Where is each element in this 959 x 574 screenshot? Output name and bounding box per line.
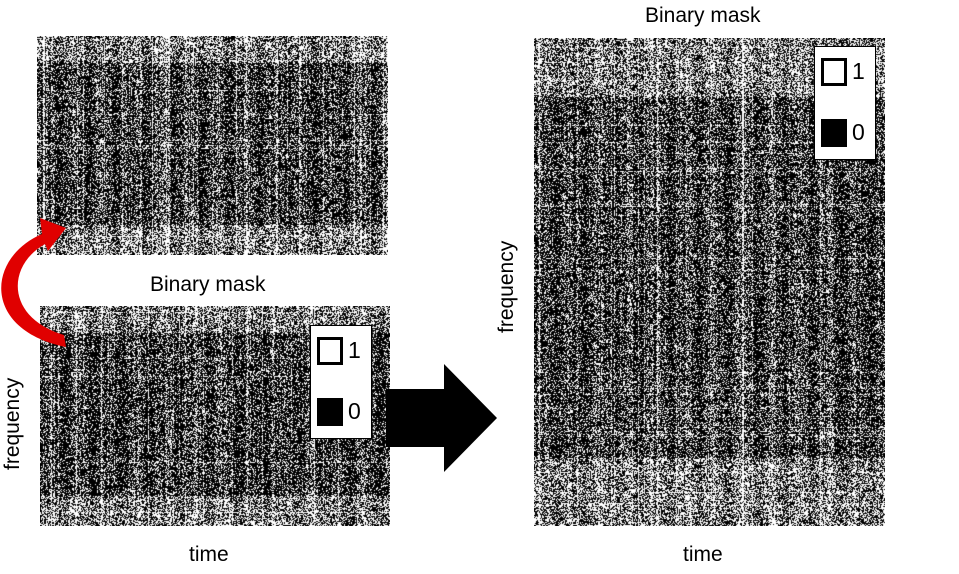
curved-red-arrow xyxy=(1,218,66,347)
legend-value-0: 0 xyxy=(852,119,865,145)
legend-swatch-white xyxy=(317,337,343,365)
top-mask-image xyxy=(37,36,388,255)
legend-swatch-white xyxy=(821,58,847,86)
bottom-left-legend: 1 0 xyxy=(310,325,372,439)
block-right-arrow xyxy=(386,364,497,472)
legend-swatch-black xyxy=(821,119,847,147)
bottom-left-xlabel: time xyxy=(189,543,229,566)
right-mask-image xyxy=(534,38,885,526)
right-title: Binary mask xyxy=(645,4,761,27)
right-legend: 1 0 xyxy=(814,46,876,160)
legend-value-1: 1 xyxy=(852,58,865,84)
bottom-left-title: Binary mask xyxy=(150,273,266,296)
legend-value-1: 1 xyxy=(348,337,361,363)
legend-swatch-black xyxy=(317,398,343,426)
legend-value-0: 0 xyxy=(348,398,361,424)
right-xlabel: time xyxy=(683,543,723,566)
